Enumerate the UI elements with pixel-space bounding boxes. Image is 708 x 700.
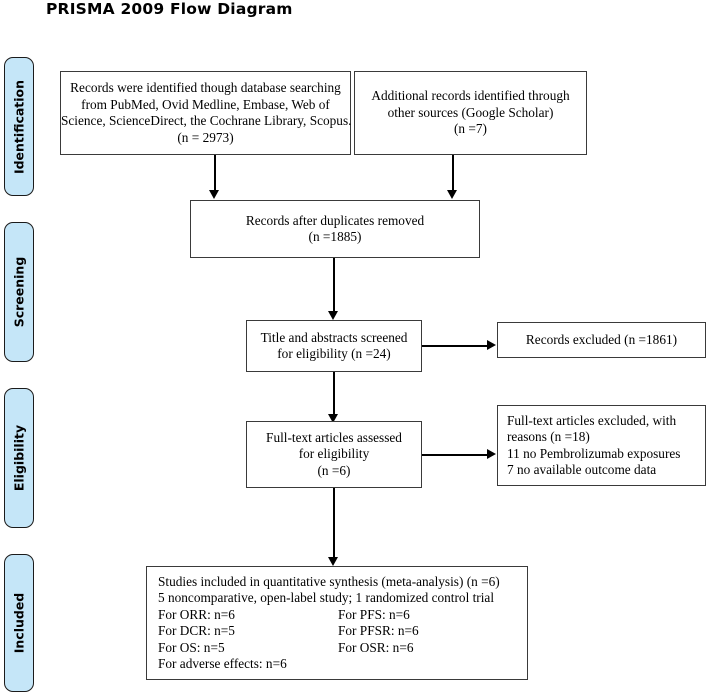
- box-line: 11 no Pembrolizumab exposures: [507, 445, 681, 461]
- box-line: Studies included in quantitative synthes…: [158, 573, 500, 589]
- box-line: (n =6): [317, 462, 351, 478]
- arrowhead-database-to-duplicates: [209, 190, 219, 199]
- box-line: Full-text articles assessed: [266, 429, 402, 445]
- box-screened: Title and abstracts screened for eligibi…: [246, 320, 422, 372]
- outcome-row: For DCR: n=5 For PFSR: n=6: [158, 623, 527, 640]
- box-other-sources: Additional records identified through ot…: [354, 71, 587, 155]
- arrowhead-fulltext-to-excluded: [487, 449, 496, 459]
- arrowhead-duplicates-to-screened: [328, 311, 338, 320]
- box-line: for eligibility (n =24): [277, 346, 391, 361]
- box-line: 7 no available outcome data: [507, 462, 657, 477]
- box-line: Science, ScienceDirect, the Cochrane Lib…: [61, 113, 352, 128]
- box-line: Records excluded (n =1861): [525, 331, 678, 347]
- connector-screened-to-fulltext: [333, 372, 335, 415]
- connector-duplicates-to-screened: [333, 258, 335, 312]
- arrowhead-screened-to-excluded: [487, 340, 496, 350]
- box-duplicates-removed: Records after duplicates removed (n =188…: [190, 200, 480, 258]
- outcome-left: For OS: n=5: [158, 639, 225, 655]
- connector-fulltext-to-included: [333, 488, 335, 558]
- box-included-summary: Studies included in quantitative synthes…: [146, 566, 528, 680]
- stage-pill-screening: Screening: [4, 222, 34, 362]
- box-line: Title and abstracts screened: [260, 329, 408, 345]
- box-line: from PubMed, Ovid Medline, Embase, Web o…: [81, 96, 330, 112]
- box-line: reasons (n =18): [507, 429, 590, 444]
- outcome-right: For PFSR: n=6: [338, 623, 419, 638]
- stage-pill-identification: Identification: [4, 57, 34, 196]
- stage-label-eligibility: Eligibility: [11, 424, 27, 492]
- outcome-right: For OSR: n=6: [338, 639, 414, 655]
- outcome-row: For adverse effects: n=6: [158, 656, 527, 673]
- connector-other-to-duplicates: [452, 155, 454, 191]
- box-records-excluded: Records excluded (n =1861): [497, 322, 706, 358]
- outcome-left: For adverse effects: n=6: [158, 656, 287, 671]
- stage-label-identification: Identification: [11, 79, 27, 174]
- stage-pill-eligibility: Eligibility: [4, 388, 34, 528]
- page-title: PRISMA 2009 Flow Diagram: [46, 0, 293, 18]
- box-line: for eligibility: [298, 446, 370, 462]
- box-line: Records were identified though database …: [70, 80, 341, 95]
- box-line: other sources (Google Scholar): [387, 104, 554, 120]
- box-fulltext-excluded: Full-text articles excluded, with reason…: [497, 405, 706, 486]
- arrowhead-fulltext-to-included: [328, 557, 338, 566]
- outcome-right: For PFS: n=6: [338, 606, 410, 622]
- outcome-left: For ORR: n=6: [158, 606, 235, 622]
- box-line: (n = 2973): [177, 129, 234, 145]
- stage-label-screening: Screening: [11, 256, 27, 328]
- connector-database-to-duplicates: [214, 155, 216, 191]
- stage-pill-included: Included: [4, 554, 34, 692]
- outcome-left: For DCR: n=5: [158, 623, 235, 638]
- box-line: (n =1885): [308, 229, 362, 244]
- box-line: (n =7): [454, 121, 487, 137]
- arrowhead-other-to-duplicates: [447, 190, 457, 199]
- connector-fulltext-to-excluded: [422, 454, 488, 456]
- arrowhead-screened-to-fulltext: [328, 414, 338, 423]
- connector-screened-to-excluded: [422, 345, 488, 347]
- box-database-search: Records were identified though database …: [60, 71, 351, 155]
- box-line: Full-text articles excluded, with: [507, 412, 677, 428]
- box-fulltext-assessed: Full-text articles assessed for eligibil…: [246, 421, 422, 488]
- box-line: 5 noncomparative, open-label study; 1 ra…: [158, 590, 495, 605]
- box-line: Additional records identified through: [371, 88, 570, 104]
- outcome-row: For OS: n=5 For OSR: n=6: [158, 640, 527, 657]
- box-line: Records after duplicates removed: [245, 212, 425, 228]
- stage-label-included: Included: [11, 592, 27, 654]
- outcome-right: [338, 656, 527, 673]
- outcome-row: For ORR: n=6 For PFS: n=6: [158, 607, 527, 624]
